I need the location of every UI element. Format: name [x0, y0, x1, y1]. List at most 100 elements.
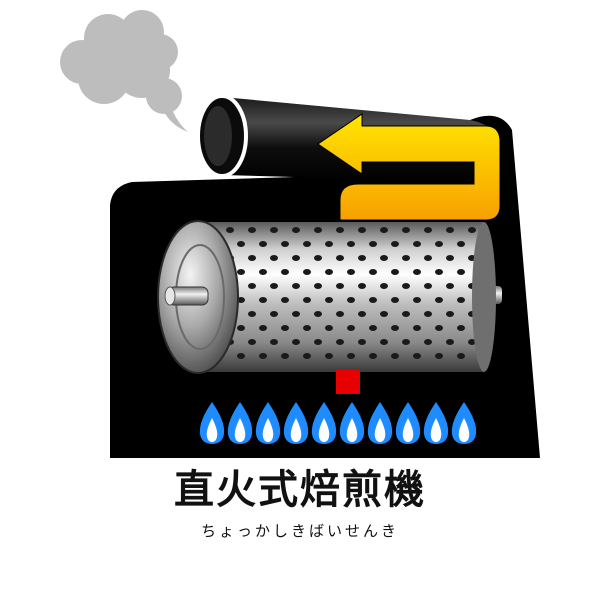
drum-hole [435, 297, 443, 303]
drum-hole [303, 297, 311, 303]
drum-hole [446, 283, 454, 289]
drum-hole [259, 297, 267, 303]
drum-hole [358, 339, 366, 345]
drum-hole [457, 325, 465, 331]
drum-hole [303, 241, 311, 247]
drum-hole [424, 339, 432, 345]
drum-hole [413, 353, 421, 359]
drum-hole [457, 353, 465, 359]
drum-hole [413, 269, 421, 275]
drum-hole [435, 353, 443, 359]
drum-hole [237, 353, 245, 359]
gas-flame-icon [339, 402, 365, 444]
drum-hole [402, 339, 410, 345]
drum-end-cap [157, 220, 239, 374]
drum-hole [369, 269, 377, 275]
drum-hole [435, 325, 443, 331]
drum-hole [292, 255, 300, 261]
drum-hole [402, 283, 410, 289]
drum-hole [314, 339, 322, 345]
drum-hole [369, 241, 377, 247]
drum-hole [457, 241, 465, 247]
drum-hole [314, 255, 322, 261]
gas-flame-icon [227, 402, 253, 444]
drum-hole [391, 297, 399, 303]
drum-hole [259, 325, 267, 331]
drum-hole [424, 283, 432, 289]
drum-hole [248, 255, 256, 261]
gas-flame-icon [423, 402, 449, 444]
drum-hole [380, 255, 388, 261]
gas-flame-icon [311, 402, 337, 444]
drum-hole [402, 255, 410, 261]
drum-hole [347, 269, 355, 275]
drum-hole [424, 311, 432, 317]
drum-hole [347, 353, 355, 359]
drum-hole [270, 339, 278, 345]
drum-hole [468, 227, 476, 233]
title-reading: ちょっかしきばいせんき [200, 522, 399, 540]
drum-hole [369, 353, 377, 359]
drum-hole [413, 241, 421, 247]
drum-hole [281, 297, 289, 303]
drum-hole [457, 269, 465, 275]
drum-hole [325, 241, 333, 247]
drum-hole [391, 353, 399, 359]
drum-hole [402, 311, 410, 317]
drum-hole [237, 297, 245, 303]
drum-hole [369, 325, 377, 331]
drum-hole [336, 227, 344, 233]
drum-hole [259, 269, 267, 275]
drum-hole [347, 325, 355, 331]
drum-hole [391, 325, 399, 331]
drum-hole [248, 283, 256, 289]
drum-hole [237, 269, 245, 275]
drum-hole [248, 227, 256, 233]
drum-hole [325, 297, 333, 303]
drum-hole [270, 283, 278, 289]
drum-hole [314, 227, 322, 233]
drum-hole [457, 297, 465, 303]
drum-hole [237, 241, 245, 247]
drum-hole [237, 325, 245, 331]
smoke-cloud-icon [60, 10, 188, 132]
drum-hole [325, 269, 333, 275]
drum-hole [270, 227, 278, 233]
drum-hole [292, 311, 300, 317]
gas-flame-icon [451, 402, 477, 444]
drum-hole [380, 283, 388, 289]
drum-hole [380, 339, 388, 345]
drum-hole [468, 339, 476, 345]
drum-hole [292, 339, 300, 345]
drum-hole [369, 297, 377, 303]
drum-hole [303, 353, 311, 359]
drum-hole [435, 269, 443, 275]
gas-flame-icon [367, 402, 393, 444]
drum-hole [358, 227, 366, 233]
drum-hole [325, 353, 333, 359]
drum-hole [303, 269, 311, 275]
drum-hole [446, 227, 454, 233]
drum-hole [314, 283, 322, 289]
drum-hole [281, 325, 289, 331]
drum-hole [336, 255, 344, 261]
drum-hole [259, 241, 267, 247]
drum-hole [270, 255, 278, 261]
drum-hole [281, 353, 289, 359]
drum-hole [413, 325, 421, 331]
drum-hole [380, 311, 388, 317]
drum-hole [336, 339, 344, 345]
drum-hole [336, 311, 344, 317]
drum-hole [424, 227, 432, 233]
drum-hole [446, 255, 454, 261]
drum-hole [358, 311, 366, 317]
drum-hole [424, 255, 432, 261]
drum-hole [248, 311, 256, 317]
drum-hole [325, 325, 333, 331]
drum-hole [314, 311, 322, 317]
gas-flame-icon [283, 402, 309, 444]
drum-hole [358, 255, 366, 261]
drum-hole [413, 297, 421, 303]
drum-hole [446, 339, 454, 345]
drum-hole [358, 283, 366, 289]
